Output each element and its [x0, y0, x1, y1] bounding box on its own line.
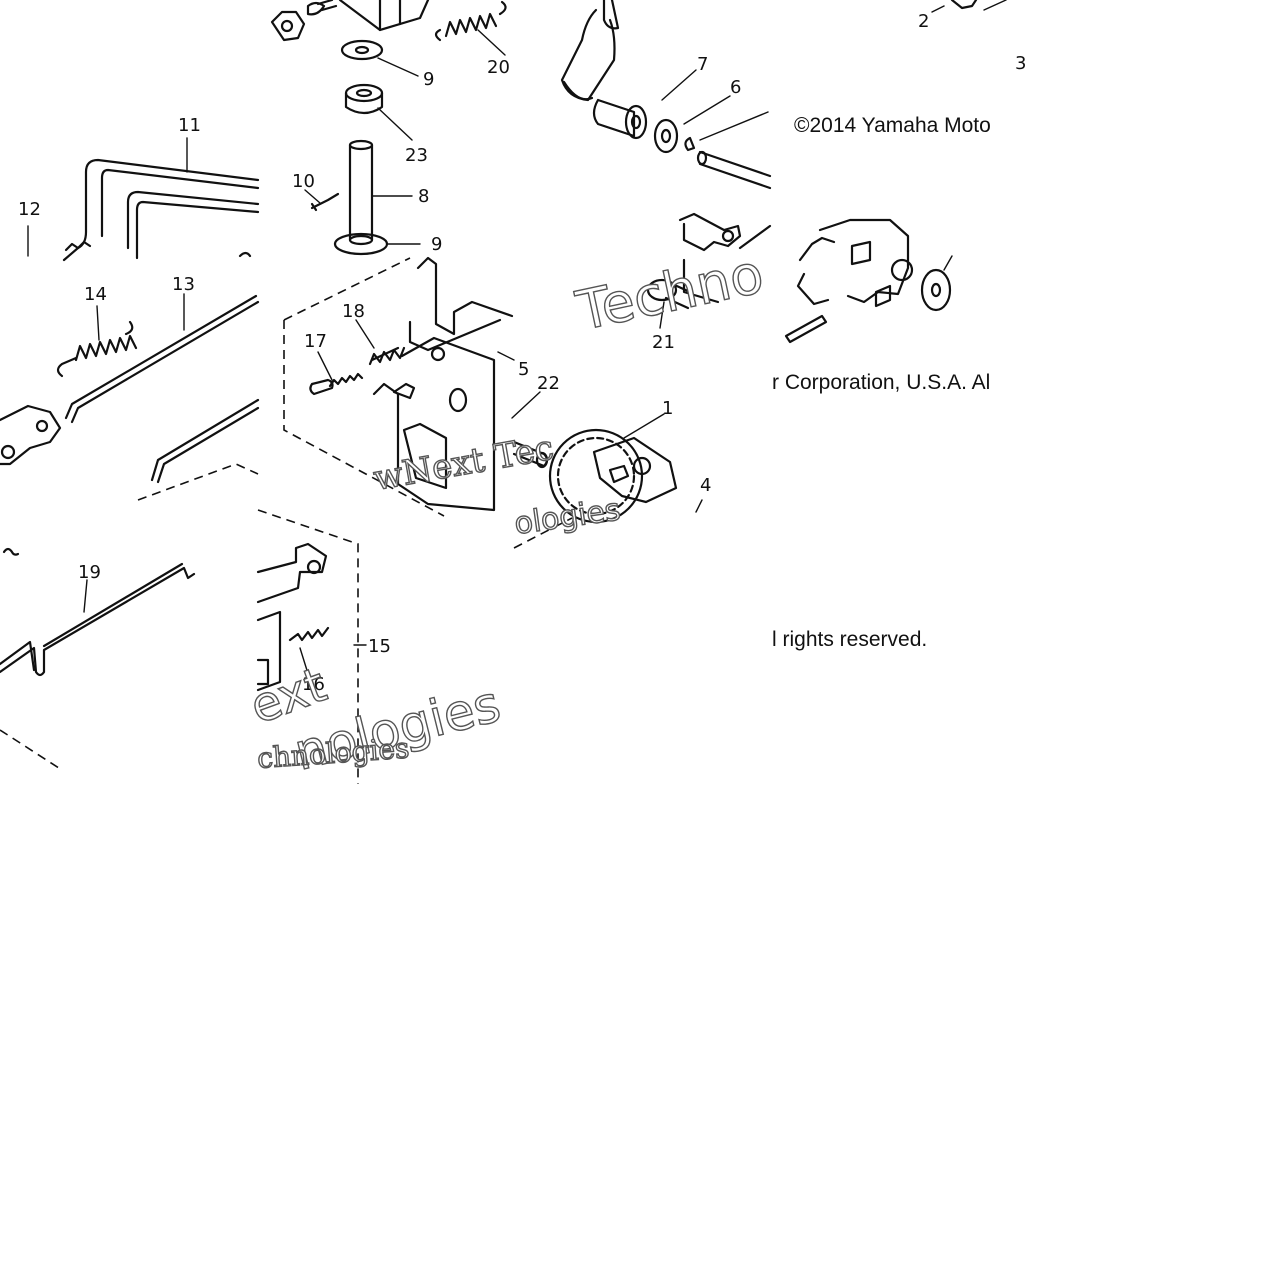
- pin-22: [511, 391, 549, 469]
- callout-9b: 9: [431, 234, 442, 255]
- callout-5: 5: [518, 359, 529, 380]
- callout-7: 7: [697, 54, 708, 75]
- top-bracket-assembly: [270, 0, 430, 42]
- washer-9-upper: [340, 39, 419, 77]
- callout-19: 19: [78, 562, 101, 583]
- washer-right: [920, 255, 953, 312]
- left-bracket-plate: [0, 404, 62, 466]
- callout-14: 14: [84, 284, 107, 305]
- callout-16: 16: [302, 674, 325, 695]
- washer-6: [653, 95, 731, 154]
- right-gear-housing: [796, 218, 914, 308]
- gear-1: [548, 413, 678, 524]
- bolt-21: [646, 278, 692, 329]
- callout-9a: 9: [423, 69, 434, 90]
- frame-rod-11: [27, 137, 260, 262]
- center-bracket-assembly: [283, 256, 573, 549]
- elbow-pipe: [560, 0, 620, 102]
- callout-1: 1: [662, 398, 673, 419]
- dashed-boundaries-left: [0, 463, 359, 784]
- rod-19: [0, 547, 196, 677]
- callout-4: 4: [700, 475, 711, 496]
- callout-22: 22: [537, 373, 560, 394]
- spring-20: [434, 0, 507, 56]
- pin-4: [695, 499, 703, 513]
- spring-14: [56, 305, 138, 378]
- callout-10: 10: [292, 171, 315, 192]
- callout-labels: 1 2 3 4 5 6 7 8 9 9 10 11 12 13 14 15 16…: [18, 11, 1026, 695]
- copyright-line-1: ©2014 Yamaha Moto: [794, 114, 991, 137]
- bushing-23: [344, 83, 413, 141]
- callout-11: 11: [178, 115, 201, 136]
- sleeve-7: [592, 69, 697, 140]
- right-bracket: [678, 212, 772, 304]
- callout-20: 20: [487, 57, 510, 78]
- callout-23: 23: [405, 145, 428, 166]
- shaft-8: [304, 139, 421, 256]
- callout-13: 13: [172, 274, 195, 295]
- callout-15: 15: [368, 636, 391, 657]
- top-right-fragment: [931, 0, 1007, 13]
- callout-8: 8: [418, 186, 429, 207]
- bolt-17: [309, 351, 364, 396]
- copyright-line-2: r Corporation, U.S.A. Al: [772, 371, 991, 394]
- callout-3: 3: [1015, 53, 1026, 74]
- tile-masks: [0, 0, 270, 120]
- pin-right: [784, 314, 828, 344]
- callout-17: 17: [304, 331, 327, 352]
- lower-bracket-15: [256, 542, 367, 692]
- callout-18: 18: [342, 301, 365, 322]
- spring-18: [355, 319, 406, 366]
- callout-2: 2: [918, 11, 929, 32]
- rod-13: [64, 293, 260, 484]
- copyright-line-3: l rights reserved.: [772, 628, 928, 651]
- callout-12: 12: [18, 199, 41, 220]
- callout-6: 6: [730, 77, 741, 98]
- callout-21: 21: [652, 332, 675, 353]
- clip-and-shaft: [684, 111, 772, 190]
